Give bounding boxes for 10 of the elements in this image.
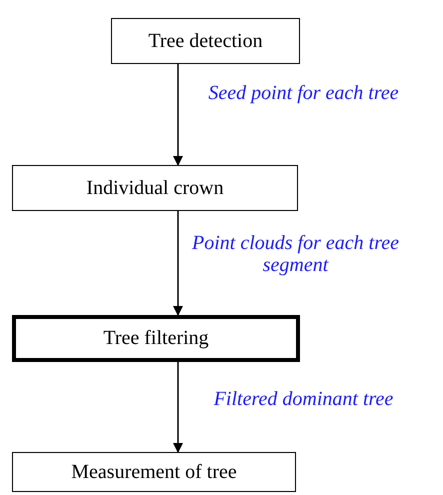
arrow <box>173 211 183 316</box>
process-box: Tree detection <box>111 18 300 64</box>
edge-label: Point clouds for each tree segment <box>191 232 400 276</box>
process-box: Measurement of tree <box>12 452 296 492</box>
edge-label: Seed point for each tree <box>207 82 400 104</box>
arrow <box>173 64 183 166</box>
process-box: Individual crown <box>12 165 298 211</box>
edge-label: Filtered dominant tree <box>212 388 394 410</box>
arrow <box>173 362 183 453</box>
process-box: Tree filtering <box>12 315 300 362</box>
